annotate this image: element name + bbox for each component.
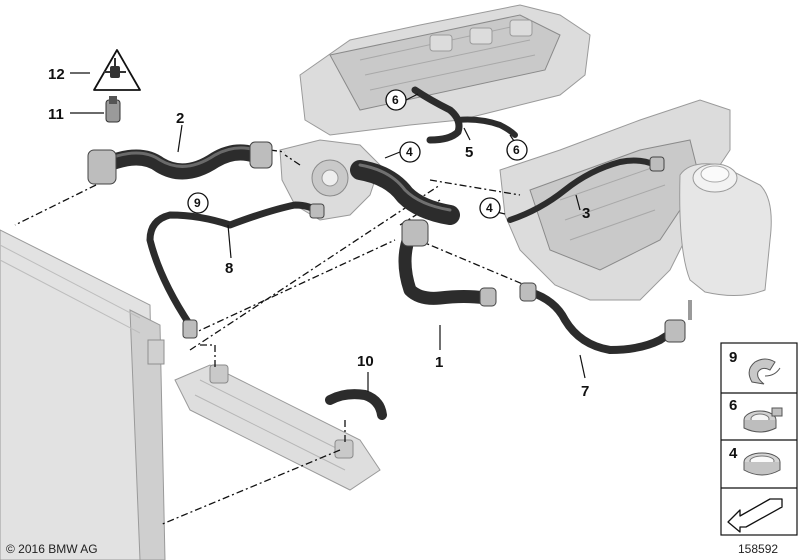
callout-12: 12 [48, 66, 65, 83]
callout-6a: 6 [392, 93, 399, 107]
connection-lines [14, 149, 526, 526]
parts-legend: 9 6 4 [720, 342, 798, 536]
callout-9: 9 [194, 196, 201, 210]
label-leaders [70, 72, 586, 392]
legend-label-9: 9 [729, 349, 737, 366]
expansion-tank [679, 163, 772, 320]
legend-label-6: 6 [729, 397, 737, 414]
callouts: 12 11 2 8 1 3 7 5 10 6 4 6 4 9 [48, 66, 590, 400]
warning-triangle-icon [93, 49, 141, 91]
water-pump-housing [279, 139, 381, 221]
hose-1 [350, 160, 497, 307]
hose-5 [411, 86, 518, 144]
callout-11: 11 [48, 106, 64, 123]
callout-circle-6b [506, 139, 528, 161]
cylinder-head [299, 4, 591, 136]
callout-2: 2 [176, 110, 184, 127]
radiator [0, 229, 166, 560]
copyright-text: © 2016 BMW AG [6, 542, 98, 556]
engine-block [499, 99, 731, 301]
hose-3 [507, 156, 665, 223]
callout-circle-4b [479, 197, 501, 219]
callout-7: 7 [581, 383, 589, 400]
hose-7 [519, 282, 686, 354]
callout-circle-4a [399, 141, 421, 163]
legend-label-4: 4 [729, 445, 738, 462]
callout-4b: 4 [486, 201, 493, 215]
callout-circle-6a [385, 89, 407, 111]
hose-clamp-icon [743, 407, 783, 433]
hose-2 [87, 141, 273, 185]
callout-8: 8 [225, 260, 233, 277]
callout-10: 10 [357, 353, 374, 370]
lower-coolant-cooler [174, 364, 381, 491]
temperature-sensor-11 [105, 96, 121, 123]
callout-5: 5 [465, 144, 473, 161]
diagram-number: 158592 [738, 542, 778, 556]
callout-6b: 6 [513, 143, 520, 157]
hose-clip-icon [748, 358, 781, 385]
spring-band-clamp-icon [743, 452, 781, 476]
callout-1: 1 [435, 354, 443, 371]
callout-3: 3 [582, 205, 590, 222]
direction-arrow-icon [727, 498, 783, 533]
hose-10 [325, 389, 387, 420]
callout-4a: 4 [406, 145, 413, 159]
callout-circle-9 [187, 192, 209, 214]
hose-8 [146, 201, 325, 339]
